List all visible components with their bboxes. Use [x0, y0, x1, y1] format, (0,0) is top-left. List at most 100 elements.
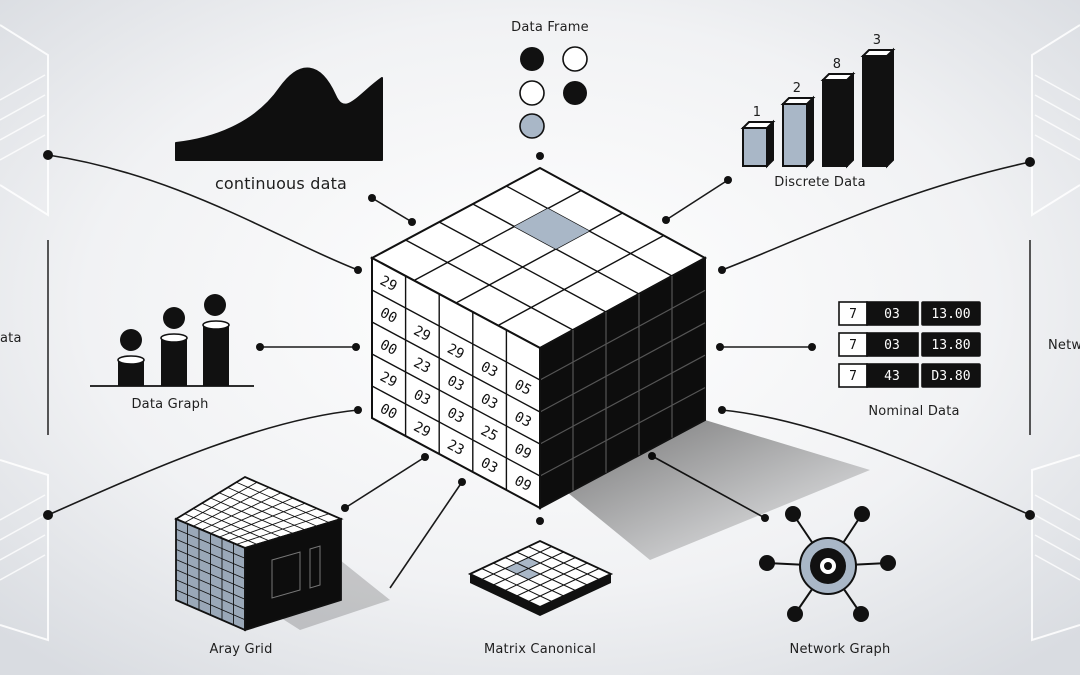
discrete-bar-label: 8 [833, 57, 841, 72]
discrete-bar [860, 47, 896, 169]
cube-cell-value: 05 [512, 377, 534, 399]
data-graph-group: Data Graph [90, 294, 254, 412]
cube-cell-value: 03 [478, 359, 500, 381]
label-data-frame: Data Frame [511, 20, 589, 35]
grid-line [504, 557, 576, 591]
grid-line [539, 289, 706, 381]
cube-front-values: 2900292903050023030303290303250900292303… [377, 273, 534, 495]
label-data-graph: Data Graph [131, 397, 208, 412]
grid-line [481, 546, 553, 580]
cube-cell-value: 09 [512, 441, 534, 463]
label-nominal-data: Nominal Data [868, 404, 959, 419]
continuous-area-curve [175, 67, 383, 161]
nominal-cell: 03 [884, 338, 900, 353]
nominal-cell: D3.80 [931, 369, 970, 384]
nominal-row: 7 03 13.80 [838, 332, 981, 357]
grid-line [539, 322, 706, 413]
grid-line [184, 481, 258, 524]
grid-line [236, 513, 330, 545]
cube-cell-value: 29 [444, 341, 466, 363]
grid-line [371, 289, 541, 381]
aray-grid-group: Aray Grid [174, 475, 390, 657]
grid-line [539, 387, 706, 477]
cube-cell-value: 00 [377, 305, 399, 327]
grid-line [497, 234, 665, 327]
grid-line [455, 212, 623, 304]
continuous-data-group: continuous data [175, 67, 383, 193]
network-graph-group: Network Graph [759, 506, 896, 657]
cube-cell-value: 23 [444, 437, 466, 459]
data-frame-dot [563, 81, 587, 105]
cube-top-highlight-cell [514, 208, 590, 249]
discrete-bar [740, 119, 776, 169]
data-graph-cylinder [160, 307, 188, 386]
aray-grid-right-pattern [271, 545, 321, 599]
label-network-graph: Network Graph [790, 642, 891, 657]
cube-cell-value: 29 [411, 419, 433, 441]
cube-cell-value: 29 [377, 369, 399, 391]
nominal-cell: 13.80 [931, 338, 970, 353]
nominal-cell: 13.00 [931, 307, 970, 322]
cube-cell-value: 23 [411, 355, 433, 377]
discrete-bar [820, 71, 856, 169]
cube-cell-value: 03 [478, 391, 500, 413]
cube-cell-value: 25 [478, 423, 500, 445]
grid-line [201, 492, 282, 531]
grid-line [539, 354, 706, 445]
data-frame-group: Data Frame [511, 20, 589, 139]
nominal-cell: 7 [849, 338, 857, 353]
cube-front-face [371, 256, 541, 510]
grid-line [493, 551, 564, 586]
nominal-cell: 7 [849, 307, 857, 322]
data-frame-dot [562, 46, 588, 72]
grid-line [175, 559, 246, 590]
central-data-cube: 2900292903050023030303290303250900292303… [369, 166, 870, 560]
label-aray-grid: Aray Grid [209, 642, 272, 657]
cube-cell-value: 29 [411, 323, 433, 345]
discrete-bar-label: 1 [753, 105, 761, 120]
nominal-cell: 03 [884, 307, 900, 322]
grid-line [175, 579, 246, 610]
label-discrete-data: Discrete Data [774, 175, 865, 190]
cube-cell-value: 03 [512, 409, 534, 431]
aray-grid-top-lines [184, 481, 330, 545]
nominal-row: 7 03 13.00 [838, 301, 981, 326]
label-edge-right: Netw [1048, 338, 1080, 353]
data-graph-cylinder [117, 329, 145, 386]
discrete-bar-label: 3 [873, 33, 881, 48]
grid-line [193, 487, 270, 527]
edge-panels [0, 24, 1080, 642]
grid-line [371, 353, 541, 445]
aray-grid-left-lines [175, 523, 246, 625]
network-hub-center [824, 562, 832, 570]
discrete-data-group: 1 2 8 3 Discrete Data [740, 33, 896, 190]
grid-line [175, 569, 246, 600]
discrete-bar [780, 95, 816, 169]
data-frame-dot [519, 80, 545, 106]
grid-line [175, 548, 246, 580]
grid-line [210, 497, 294, 534]
cube-front-grid [371, 276, 541, 490]
edge-hatching [0, 74, 1080, 581]
grid-line [175, 589, 246, 621]
grid-line [371, 385, 541, 477]
data-graph-cylinder [202, 294, 230, 386]
network-nodes [759, 506, 896, 622]
matrix-canonical-group: Matrix Canonical [467, 540, 614, 657]
grid-line [413, 189, 582, 282]
data-frame-dot [519, 113, 545, 139]
grid-line [227, 508, 318, 542]
nominal-cell: 7 [849, 369, 857, 384]
discrete-bar-label: 2 [793, 81, 801, 96]
cube-cell-value: 09 [512, 473, 534, 495]
discrete-bar-chart: 1 2 8 3 [740, 33, 896, 169]
cube-cell-value: 00 [377, 401, 399, 423]
grid-line [175, 538, 246, 569]
grid-line [516, 562, 588, 597]
cube-cell-value: 03 [411, 387, 433, 409]
label-continuous-data: continuous data [215, 174, 347, 193]
grid-line [371, 321, 541, 413]
